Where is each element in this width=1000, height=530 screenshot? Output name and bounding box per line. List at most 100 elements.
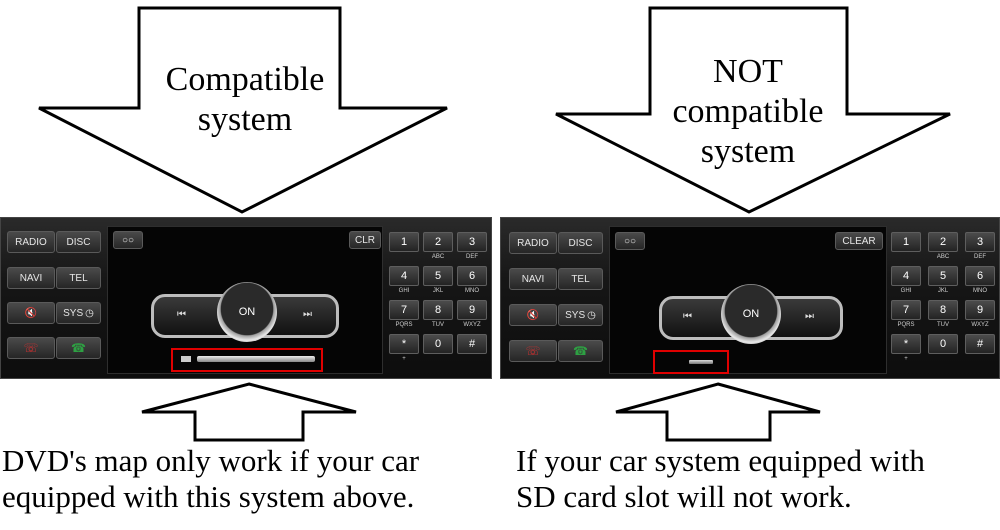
keypad-sub-label: MNO (973, 288, 987, 294)
disc-button[interactable]: DISC (56, 231, 101, 253)
keypad-key-5[interactable]: 5 (423, 266, 453, 286)
keypad-sub-label: + (904, 356, 908, 362)
sys-button[interactable]: SYS ◷ (56, 302, 101, 324)
tel-button[interactable]: TEL (558, 268, 603, 290)
right-up-arrow (615, 382, 821, 442)
slot-led (181, 356, 191, 362)
phone-call-icon: ☎ (573, 344, 588, 358)
keypad-sub-label: TUV (937, 322, 949, 328)
mute-button[interactable]: 🔇 (7, 302, 55, 324)
compatible-line-1: Compatible (165, 61, 325, 98)
voicemail-icon: ○○ (623, 235, 637, 247)
left-caption-line-2: equipped with this system above. (2, 479, 415, 514)
keypad-sub-label: ABC (936, 254, 950, 260)
cd-slot (197, 356, 315, 362)
keypad-key-8[interactable]: 8 (423, 300, 453, 320)
radio-button[interactable]: RADIO (7, 231, 55, 253)
on-knob[interactable]: ON (721, 284, 781, 344)
keypad-sub-label: GHI (900, 288, 912, 294)
keypad-key-hash[interactable]: # (457, 334, 487, 354)
right-caption-line-2: SD card slot will not work. (516, 479, 852, 514)
mute-button[interactable]: 🔇 (509, 304, 557, 326)
not-compatible-line-2: compatible (672, 93, 824, 130)
keypad-key-2[interactable]: 2 (423, 232, 453, 252)
sys-button[interactable]: SYS ◷ (558, 304, 603, 326)
voicemail-button[interactable]: ○○ (113, 231, 143, 249)
sys-label: SYS (565, 309, 586, 321)
call-button[interactable]: ☎ (56, 337, 101, 359)
clock-icon: ◷ (587, 309, 596, 321)
sd-slot-highlight (653, 350, 729, 374)
voicemail-icon: ○○ (121, 234, 135, 246)
sys-label: SYS (63, 307, 84, 319)
sd-card-slot (689, 360, 713, 364)
not-compatible-line-1: NOT (713, 53, 783, 90)
keypad-key-6[interactable]: 6 (457, 266, 487, 286)
on-knob[interactable]: ON (217, 282, 277, 342)
call-button[interactable]: ☎ (558, 340, 603, 362)
skip-back-icon[interactable]: ⏮ (177, 309, 186, 320)
not-compatible-arrow (555, 6, 951, 214)
disc-button[interactable]: DISC (558, 232, 603, 254)
left-up-arrow (141, 382, 357, 442)
phone-end-icon: ☏ (525, 344, 541, 358)
keypad-key-1[interactable]: 1 (891, 232, 921, 252)
end-call-button[interactable]: ☏ (509, 340, 557, 362)
not-compatible-head-unit-photo: RADIO DISC NAVI TEL 🔇 SYS ◷ ☏ ☎ ○○ CLEAR… (500, 217, 1000, 379)
keypad-sub-label: DEF (466, 254, 478, 260)
keypad-key-star[interactable]: * (891, 334, 921, 354)
voicemail-button[interactable]: ○○ (615, 232, 645, 250)
keypad-sub-label: PQRS (897, 322, 915, 328)
keypad-key-4[interactable]: 4 (389, 266, 419, 286)
keypad-key-3[interactable]: 3 (965, 232, 995, 252)
end-call-button[interactable]: ☏ (7, 337, 55, 359)
compatible-head-unit-photo: RADIO DISC NAVI TEL 🔇 SYS ◷ ☏ ☎ ○○ CLR ⏮… (0, 217, 492, 379)
keypad-key-0[interactable]: 0 (423, 334, 453, 354)
keypad-key-9[interactable]: 9 (965, 300, 995, 320)
keypad-key-2[interactable]: 2 (928, 232, 958, 252)
keypad-key-0[interactable]: 0 (928, 334, 958, 354)
clear-button[interactable]: CLEAR (835, 232, 883, 250)
keypad-sub-label: WXYZ (463, 322, 481, 328)
keypad-sub-label: MNO (465, 288, 479, 294)
left-caption-line-1: DVD's map only work if your car (2, 443, 420, 478)
phone-call-icon: ☎ (71, 341, 86, 355)
skip-forward-icon[interactable]: ⏭ (805, 311, 814, 322)
keypad-sub-label: + (402, 356, 406, 362)
compatible-line-2: system (197, 101, 293, 138)
keypad-key-4[interactable]: 4 (891, 266, 921, 286)
keypad-sub-label: JKL (937, 288, 949, 294)
keypad-key-6[interactable]: 6 (965, 266, 995, 286)
keypad-key-3[interactable]: 3 (457, 232, 487, 252)
cd-slot-highlight (171, 348, 323, 372)
keypad-sub-label: DEF (974, 254, 986, 260)
clock-icon: ◷ (85, 307, 94, 319)
keypad-key-5[interactable]: 5 (928, 266, 958, 286)
keypad-key-7[interactable]: 7 (891, 300, 921, 320)
navi-button[interactable]: NAVI (509, 268, 557, 290)
navi-button[interactable]: NAVI (7, 267, 55, 289)
mute-icon: 🔇 (526, 309, 540, 321)
keypad-key-star[interactable]: * (389, 334, 419, 354)
keypad-key-7[interactable]: 7 (389, 300, 419, 320)
keypad-sub-label: ABC (431, 254, 445, 260)
clr-button[interactable]: CLR (349, 231, 381, 249)
keypad-key-8[interactable]: 8 (928, 300, 958, 320)
keypad-key-1[interactable]: 1 (389, 232, 419, 252)
skip-forward-icon[interactable]: ⏭ (303, 309, 312, 320)
mute-icon: 🔇 (24, 307, 38, 319)
not-compatible-arrow-text: NOT compatible system (648, 52, 848, 172)
not-compatible-line-3: system (700, 133, 796, 170)
tel-button[interactable]: TEL (56, 267, 101, 289)
keypad-sub-label: JKL (432, 288, 444, 294)
skip-back-icon[interactable]: ⏮ (683, 311, 692, 322)
keypad-sub-label: TUV (432, 322, 444, 328)
compatible-arrow-text: Compatible system (140, 60, 350, 140)
compatible-arrow (38, 6, 448, 214)
phone-end-icon: ☏ (23, 341, 39, 355)
radio-button[interactable]: RADIO (509, 232, 557, 254)
keypad-key-9[interactable]: 9 (457, 300, 487, 320)
keypad-key-hash[interactable]: # (965, 334, 995, 354)
